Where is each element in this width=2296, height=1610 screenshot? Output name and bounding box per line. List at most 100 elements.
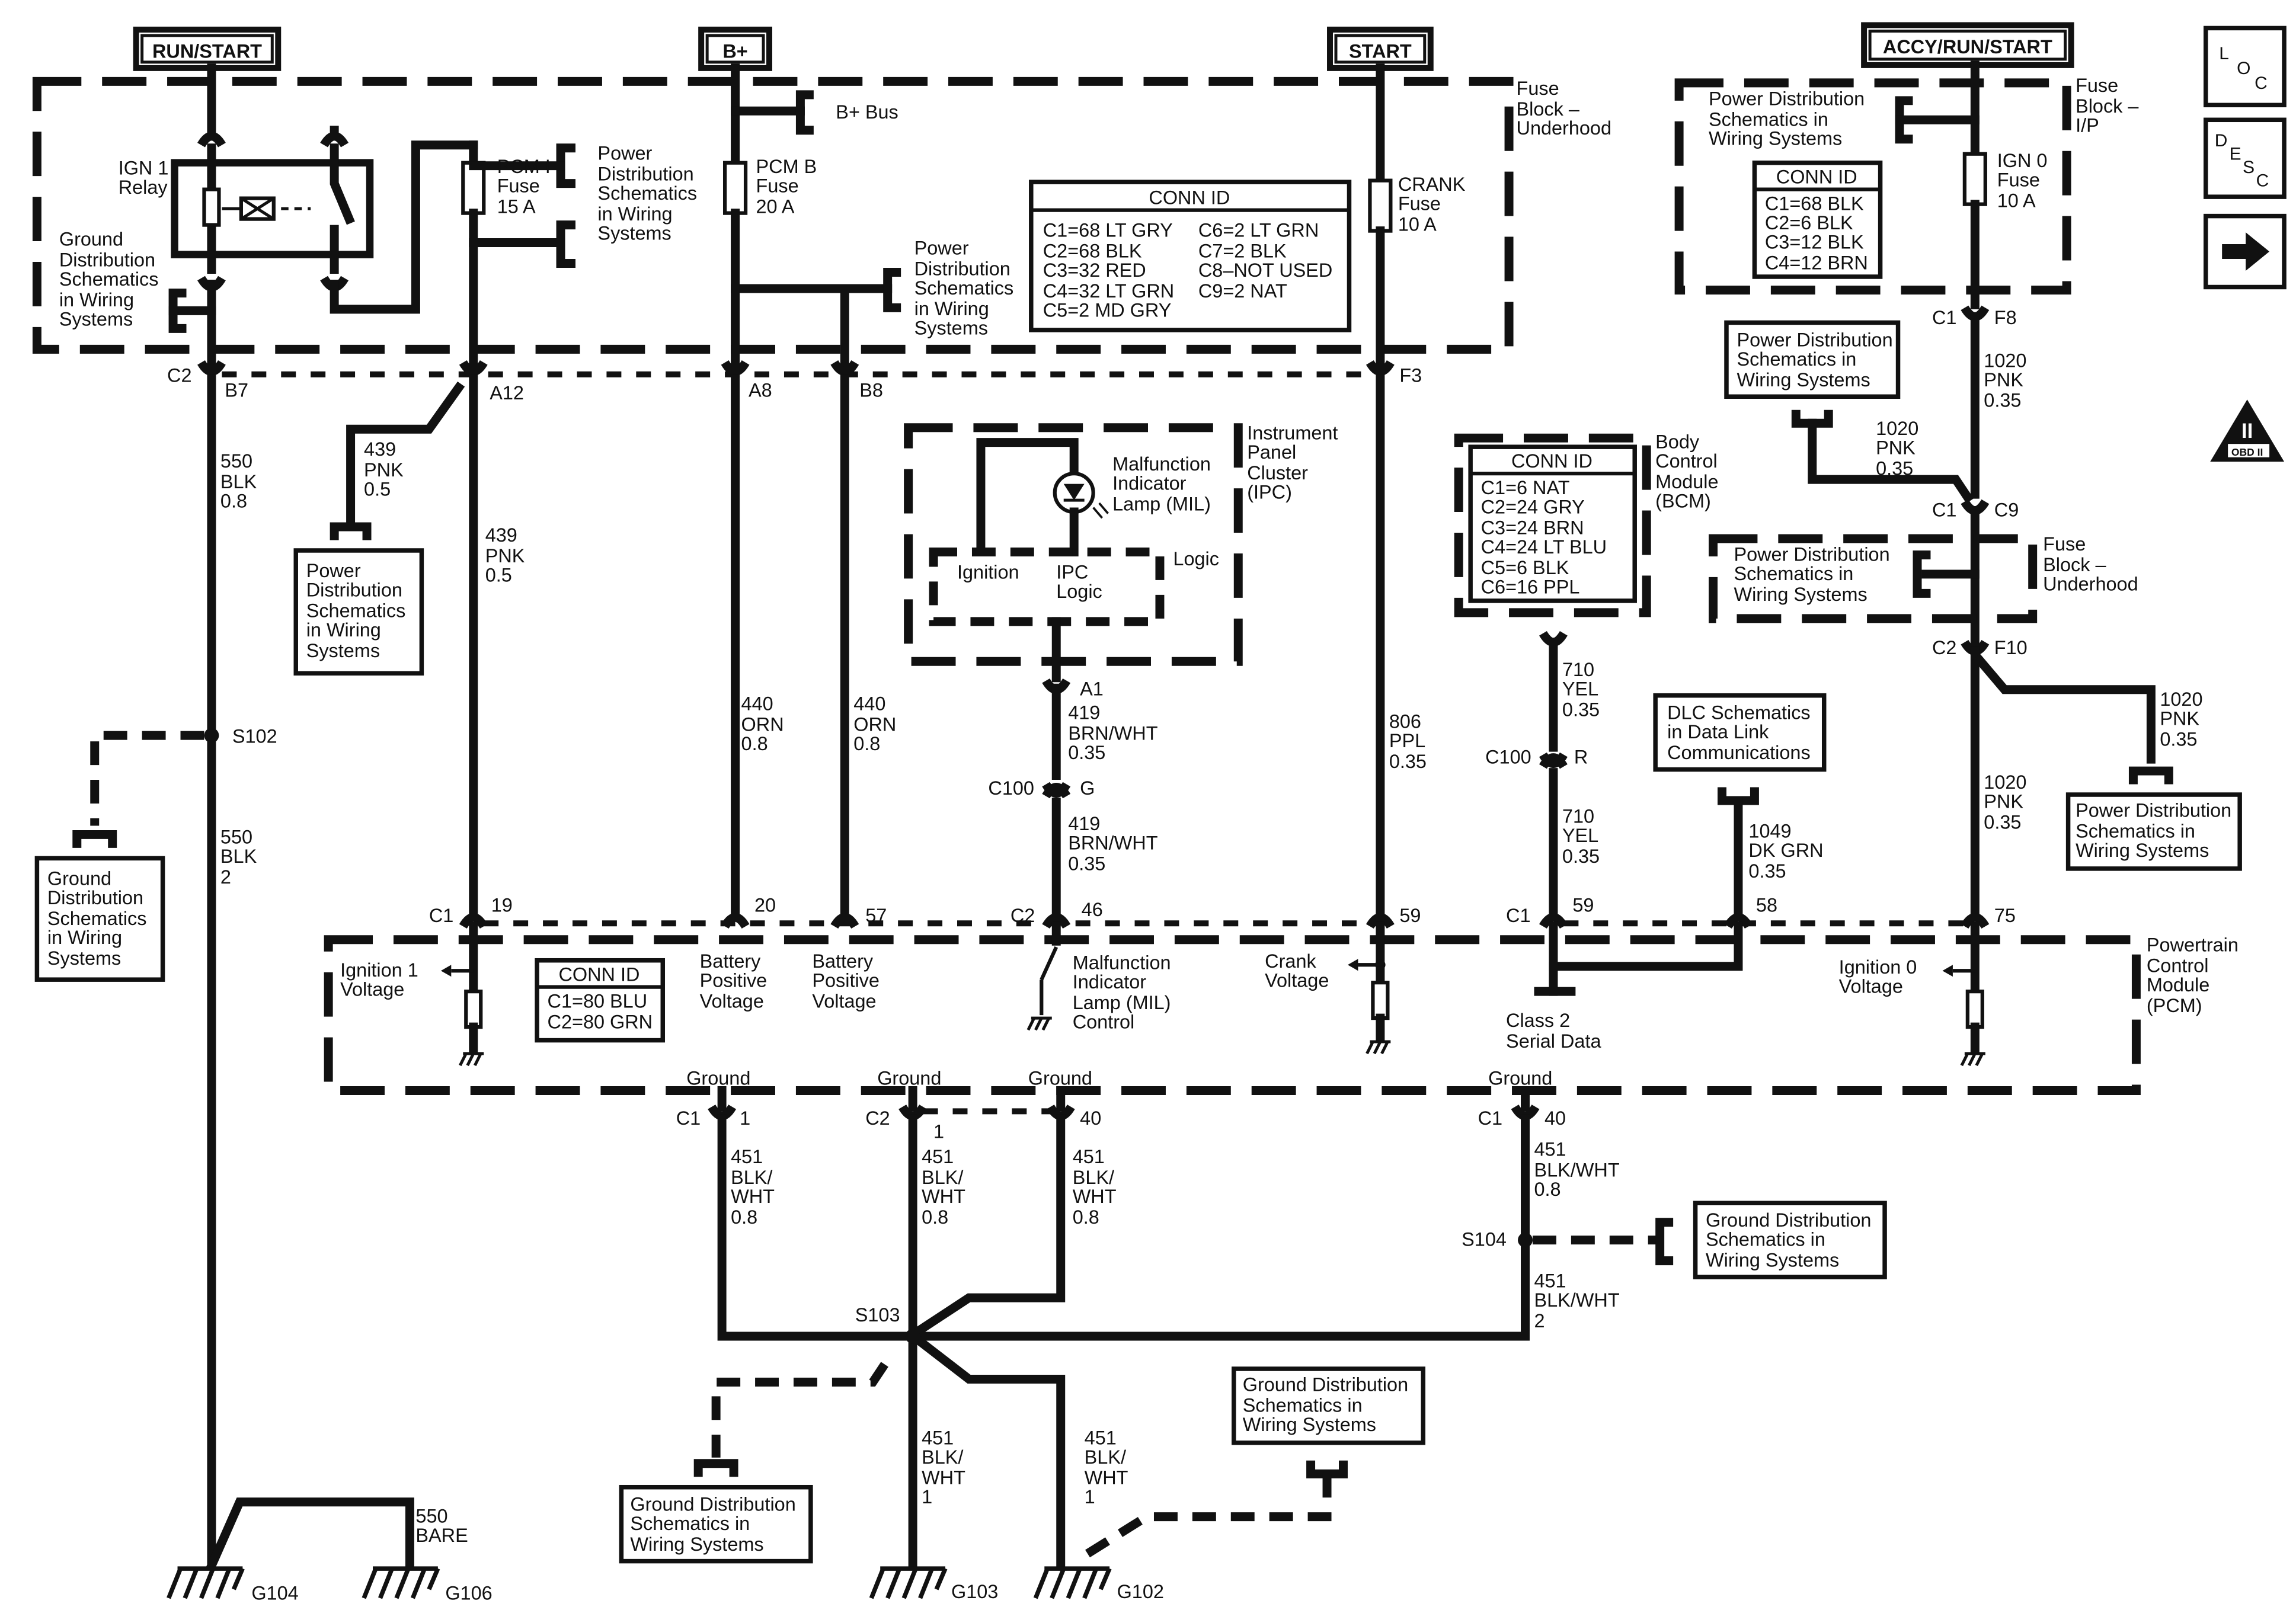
pcm-mil-control: Malfunction bbox=[1073, 952, 1171, 974]
s104-ground-dist: Ground Distribution bbox=[1706, 1209, 1871, 1231]
ref-439-text: Schematics bbox=[306, 600, 406, 621]
pcm-b-fuse-2: Fuse bbox=[756, 175, 799, 197]
ipc-logic-side: Logic bbox=[1173, 548, 1219, 569]
wire-451-g: BLK/ bbox=[1085, 1446, 1127, 1468]
pcm-bot-1b: 1 bbox=[933, 1121, 944, 1142]
mil-label: Lamp (MIL) bbox=[1112, 494, 1211, 515]
ref-439-text: Distribution bbox=[306, 579, 402, 600]
pcm-ground-label: Ground bbox=[686, 1067, 750, 1089]
wire-419-b: 419 bbox=[1068, 813, 1100, 834]
ref-1020-text: Wiring Systems bbox=[2076, 840, 2209, 861]
dlc-text: DLC Schematics bbox=[1667, 702, 1811, 724]
pcm-pin-c1b: C1 bbox=[1506, 905, 1530, 926]
pcm-i-fuse-3: 15 A bbox=[497, 196, 536, 217]
fbu2-pin-c2: C2 bbox=[1932, 637, 1956, 658]
ground-g102-label: G102 bbox=[1117, 1581, 1164, 1602]
ign0-circuit: 1020 PNK 0.35 Power Distribution Schemat… bbox=[1709, 312, 2242, 916]
pcm-ignition1: Voltage bbox=[340, 979, 404, 1000]
bcm-pin-c100: C100 bbox=[1485, 747, 1531, 768]
bcm-conn-row: C6=16 PPL bbox=[1481, 576, 1580, 597]
wire-440-b: 440 bbox=[853, 693, 885, 715]
next-page-arrow-icon[interactable] bbox=[2203, 213, 2287, 290]
loc-icon[interactable]: L O C bbox=[2203, 25, 2287, 108]
fbu-ground-dist-2: Distribution bbox=[59, 249, 155, 270]
fbu-conn-id-table: CONN ID C1=68 LT GRY C2=68 BLK C3=32 RED… bbox=[1029, 180, 1352, 332]
fbip-pin-c1: C1 bbox=[1932, 307, 1956, 328]
pcm-ground-label: Ground bbox=[1028, 1067, 1092, 1089]
fbu2-label: Underhood bbox=[2043, 573, 2138, 594]
obd-ii-caption: OBD II bbox=[2231, 446, 2263, 458]
ipc-label: Instrument bbox=[1247, 422, 1338, 444]
fbu-power-dist-1b: Distribution bbox=[597, 164, 693, 185]
pcm-ignition0: Voltage bbox=[1839, 976, 1903, 997]
ground-g102: G102 bbox=[1033, 1566, 1164, 1602]
loc-c: C bbox=[2255, 73, 2268, 93]
pcm-mil-control: Lamp (MIL) bbox=[1073, 992, 1171, 1013]
crank-fuse-2: Fuse bbox=[1398, 193, 1441, 215]
fbip-power-dist-3: Wiring Systems bbox=[1709, 128, 1842, 149]
wire-451-c: BLK/ bbox=[1073, 1167, 1115, 1188]
ground-g104-label: G104 bbox=[251, 1583, 298, 1604]
ipc-pin-c100: C100 bbox=[988, 777, 1034, 799]
wire-710-a: 0.35 bbox=[1562, 699, 1600, 721]
wire-806: 0.35 bbox=[1389, 751, 1427, 772]
fbu-ground-dist-5: Systems bbox=[59, 308, 133, 329]
fbu-conn-row: C7=2 BLK bbox=[1198, 241, 1287, 262]
ign1-relay-2: Relay bbox=[119, 177, 168, 198]
fbip-conn-id-title: CONN ID bbox=[1776, 167, 1857, 188]
fbu-pin-a8: A8 bbox=[749, 379, 772, 401]
pcm-pin-75: 75 bbox=[1994, 905, 2016, 926]
wire-1049: DK GRN bbox=[1748, 840, 1823, 861]
fbu-power-dist-2c: Schematics bbox=[914, 277, 1014, 299]
pcm-ground-label: Ground bbox=[1488, 1067, 1552, 1089]
bcm-label: Body bbox=[1655, 431, 1700, 453]
power-dist-ref-439: Power Distribution Schematics in Wiring … bbox=[293, 522, 424, 676]
splice-s102-label: S102 bbox=[232, 726, 277, 747]
fbu-conn-id-title: CONN ID bbox=[1149, 187, 1230, 209]
supply-accy-label: ACCY/RUN/START bbox=[1883, 36, 2052, 57]
s102-ground-dist: Ground bbox=[47, 868, 111, 889]
ipc-label: Panel bbox=[1247, 441, 1296, 463]
fbu2-label: Fuse bbox=[2043, 533, 2086, 555]
s103-ground-dist: Ground Distribution bbox=[630, 1494, 795, 1515]
wire-550-a: BLK bbox=[220, 471, 257, 492]
s103-ground-dist: Wiring Systems bbox=[630, 1534, 763, 1555]
pcm-battery1: Battery bbox=[700, 950, 762, 972]
wire-550-a: 550 bbox=[220, 450, 252, 472]
s102-ground-dist: Systems bbox=[47, 948, 121, 969]
ipc-pin-a1: A1 bbox=[1080, 678, 1104, 700]
s102-ground-dist: Distribution bbox=[47, 887, 143, 908]
fbu-label-1: Fuse bbox=[1517, 78, 1559, 99]
fbu-conn-row: C1=68 LT GRY bbox=[1043, 220, 1173, 241]
body-control-module: Body Control Module (BCM) CONN ID C1=6 N… bbox=[1454, 431, 1719, 916]
ground-wiring: S103 451 BLK/ WHT 0.8 451 BLK/ WHT 0.8 4… bbox=[206, 1114, 1887, 1571]
wire-710-b: 0.35 bbox=[1562, 846, 1600, 867]
pcm-class2: Serial Data bbox=[1506, 1030, 1601, 1052]
pcm-conn-id-title: CONN ID bbox=[558, 964, 639, 985]
fbu-label-3: Underhood bbox=[1517, 117, 1611, 139]
supply-b-plus-label: B+ bbox=[722, 40, 747, 62]
ipc-logic-label: Logic bbox=[1056, 581, 1102, 602]
wire-550-b: 2 bbox=[220, 866, 231, 888]
fbip-conn-row: C4=12 BRN bbox=[1765, 252, 1868, 273]
s104-ground-dist: Wiring Systems bbox=[1706, 1250, 1839, 1271]
fbu2-pin-c1: C1 bbox=[1932, 500, 1956, 521]
pcm-ignition1: Ignition 1 bbox=[340, 959, 418, 981]
wire-439-left: PNK bbox=[364, 459, 404, 481]
loc-o: O bbox=[2237, 59, 2250, 78]
bcm-conn-row: C5=6 BLK bbox=[1481, 557, 1569, 578]
dlc-text: in Data Link bbox=[1667, 721, 1769, 742]
pcm-battery2: Battery bbox=[812, 950, 874, 972]
ign0-fuse-3: 10 A bbox=[1997, 190, 2036, 212]
desc-icon[interactable]: D E S C bbox=[2203, 117, 2287, 199]
wire-1020-a: 0.35 bbox=[1984, 390, 2021, 411]
wire-1020-a: PNK bbox=[1984, 369, 2023, 391]
pcm-bot-40: 40 bbox=[1080, 1108, 1101, 1129]
wire-1049: 1049 bbox=[1748, 820, 1791, 841]
wire-1020-b: PNK bbox=[1876, 437, 1916, 459]
pcm-conn-row: C1=80 BLU bbox=[548, 991, 648, 1012]
fbip-power-dist-1: Power Distribution bbox=[1709, 88, 1865, 109]
pcm-class2: Class 2 bbox=[1506, 1010, 1570, 1031]
supply-start: START bbox=[1327, 26, 1434, 71]
